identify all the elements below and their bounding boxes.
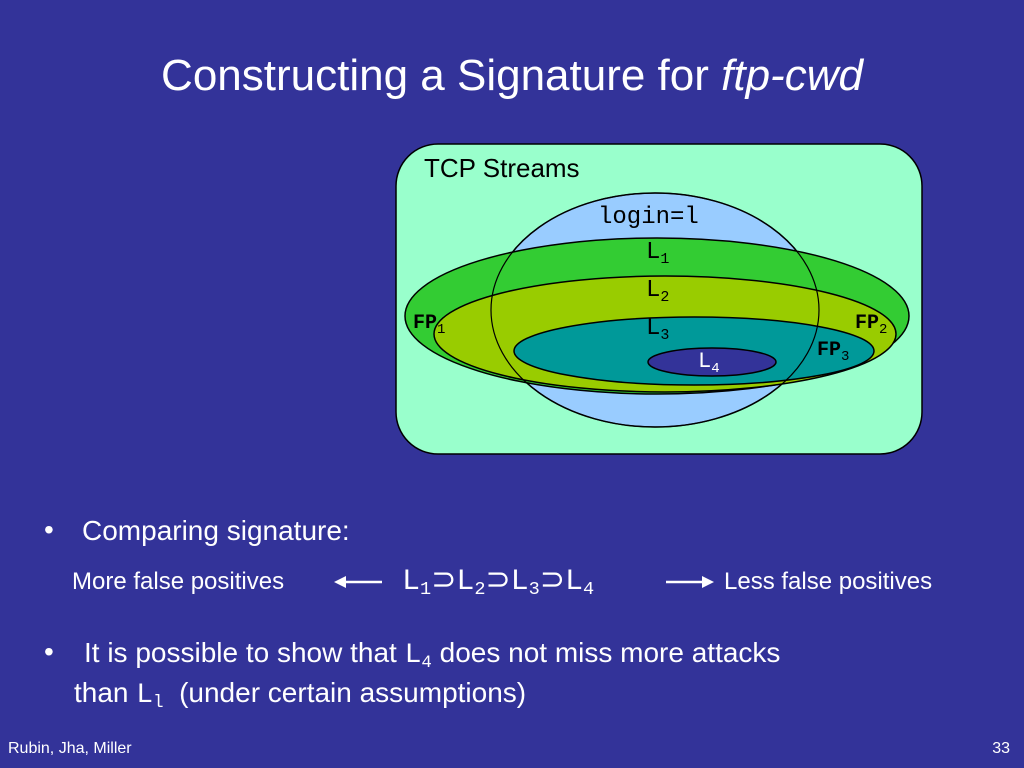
tcp-streams-label: TCP Streams: [424, 153, 580, 183]
fp1-label: FP1: [413, 312, 445, 338]
title-emphasis: ftp-cwd: [721, 51, 863, 100]
login-circle-outline: [490, 192, 820, 428]
fp3-label: FP3: [817, 339, 849, 365]
title-prefix: Constructing a Signature for: [161, 51, 722, 100]
arrow-left-icon: [334, 576, 382, 588]
bullet-dot-2: •: [44, 636, 54, 667]
less-false-positives-label: Less false positives: [724, 568, 933, 595]
login-label: login=l: [598, 204, 699, 231]
footer-authors: Rubin, Jha, Miller: [8, 740, 132, 757]
arrow-right-icon: [666, 576, 714, 588]
page-number: 33: [992, 740, 1010, 757]
bullet-dot-1: •: [44, 514, 54, 545]
bullet-second-line1: It is possible to show that L4 does not …: [84, 637, 781, 673]
bullet-comparing-signature: Comparing signature:: [82, 515, 350, 546]
l1-label: L1: [646, 239, 669, 268]
l4-ellipse: [647, 347, 777, 377]
slide-title: Constructing a Signature for ftp-cwd: [0, 48, 1024, 104]
bullet-second-line2: than Ll (under certain assumptions): [74, 677, 527, 713]
fp2-label: FP2: [855, 312, 887, 338]
l3-label: L3: [646, 315, 669, 344]
l4-label: L4: [698, 349, 720, 377]
signature-chain: L1⊃L2⊃L3⊃L4: [402, 562, 595, 601]
l2-label: L2: [646, 277, 669, 306]
more-false-positives-label: More false positives: [72, 568, 285, 595]
